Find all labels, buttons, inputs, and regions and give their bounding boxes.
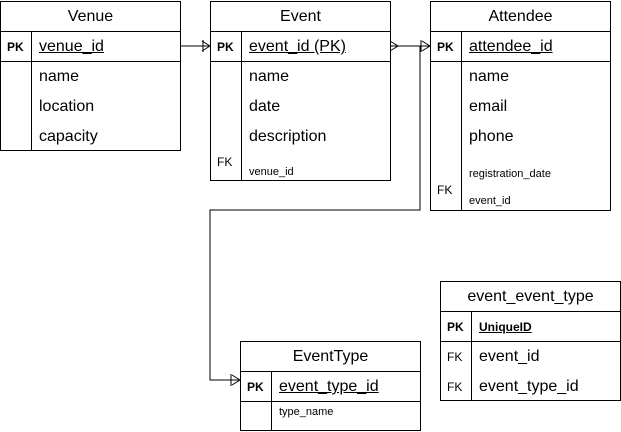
field-registration-date: registration_date — [469, 168, 551, 180]
field-location: location — [39, 98, 95, 115]
entity-attendee[interactable]: Attendee PK attendee_id name email phone… — [430, 1, 611, 211]
eventtype-crowfoot — [230, 374, 241, 386]
entity-title: event_event_type — [441, 282, 620, 312]
entity-title: Venue — [1, 2, 180, 32]
field-name: name — [39, 68, 80, 85]
fk-field: venue_id — [249, 166, 294, 178]
event-many-crowfoot — [201, 40, 211, 52]
pk-row: PK venue_id — [1, 32, 180, 62]
pk-field: attendee_id — [469, 38, 553, 55]
pk-label: PK — [217, 40, 234, 54]
field-phone: phone — [469, 128, 514, 145]
pk-label: PK — [447, 320, 464, 334]
entity-venue[interactable]: Venue PK venue_id name location capacity — [0, 1, 181, 151]
fk-field-event-id: event_id — [479, 348, 540, 365]
fk-label: FK — [447, 380, 463, 394]
field-description: description — [249, 128, 327, 145]
entity-title: EventType — [241, 342, 420, 372]
pk-row: PK event_type_id — [241, 372, 420, 402]
entity-event-event-type[interactable]: event_event_type PK UniqueID FK event_id… — [440, 281, 621, 401]
field-capacity: capacity — [39, 128, 98, 145]
field-name: name — [249, 68, 290, 85]
entity-title: Attendee — [431, 2, 610, 32]
pk-row: PK attendee_id — [431, 32, 610, 62]
entity-title: Event — [211, 2, 390, 32]
field-name: name — [469, 68, 510, 85]
pk-label: PK — [247, 380, 264, 394]
fk-label: FK — [217, 155, 233, 169]
pk-field: venue_id — [39, 38, 104, 55]
event-eventtype-link — [209, 45, 421, 381]
fk-label: FK — [447, 350, 463, 364]
pk-label: PK — [437, 40, 454, 54]
field-date: date — [249, 98, 281, 115]
pk-field: event_type_id — [279, 378, 379, 395]
pk-row: PK event_id (PK) — [211, 32, 390, 62]
field-type-name: type_name — [279, 406, 334, 418]
entity-event[interactable]: Event PK event_id (PK) name date descrip… — [210, 1, 391, 181]
pk-field: event_id (PK) — [249, 38, 346, 55]
fk-label: FK — [437, 183, 453, 197]
fk-field: event_id — [469, 195, 511, 207]
fk-field-event-type-id: event_type_id — [479, 378, 579, 395]
pk-row: PK UniqueID — [441, 312, 620, 342]
entity-eventtype[interactable]: EventType PK event_type_id type_name — [240, 341, 421, 431]
pk-label: PK — [7, 40, 24, 54]
attendee-crowfoot — [420, 40, 431, 52]
pk-field: UniqueID — [479, 320, 532, 334]
field-email: email — [469, 98, 508, 115]
